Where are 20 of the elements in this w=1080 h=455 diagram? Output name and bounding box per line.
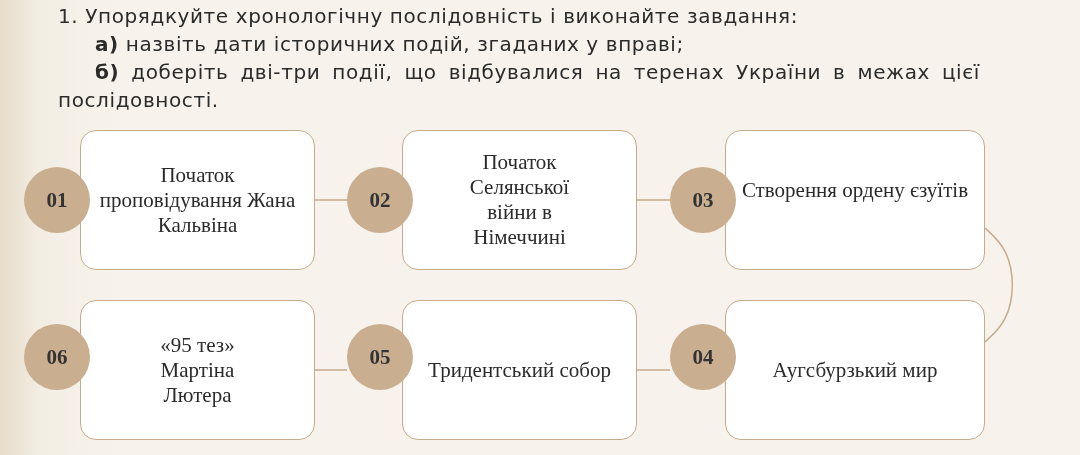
connector-line xyxy=(984,227,1014,343)
number-circle: 04 xyxy=(670,324,736,390)
number-circle: 01 xyxy=(24,167,90,233)
number-circle: 02 xyxy=(347,167,413,233)
event-box: Аугсбурзький мир xyxy=(725,300,985,440)
event-box: «95 тез» Мартіна Лютера xyxy=(80,300,315,440)
event-box: Тридентський собор xyxy=(402,300,637,440)
connector-line xyxy=(314,369,348,371)
connector-line xyxy=(314,199,348,201)
instruction-text: а) назвіть дати історичних подій, згаданих у вправі; xyxy=(95,31,685,58)
event-box: Створення ордену єзуїтів xyxy=(725,130,985,270)
event-box: Початок Селянської війни в Німеччині xyxy=(402,130,637,270)
instruction-text: б) доберіть дві-три події, що відбувалися на теренах України в межах цієї послідовності. xyxy=(58,59,980,114)
number-circle: 06 xyxy=(24,324,90,390)
event-box: Початок проповідування Жана Кальвіна xyxy=(80,130,315,270)
instruction-text: 1. Упорядкуйте хронологічну послідовність і виконайте завдання: xyxy=(58,3,800,30)
number-circle: 03 xyxy=(670,167,736,233)
number-circle: 05 xyxy=(347,324,413,390)
connector-line xyxy=(636,369,671,371)
connector-line xyxy=(636,199,671,201)
